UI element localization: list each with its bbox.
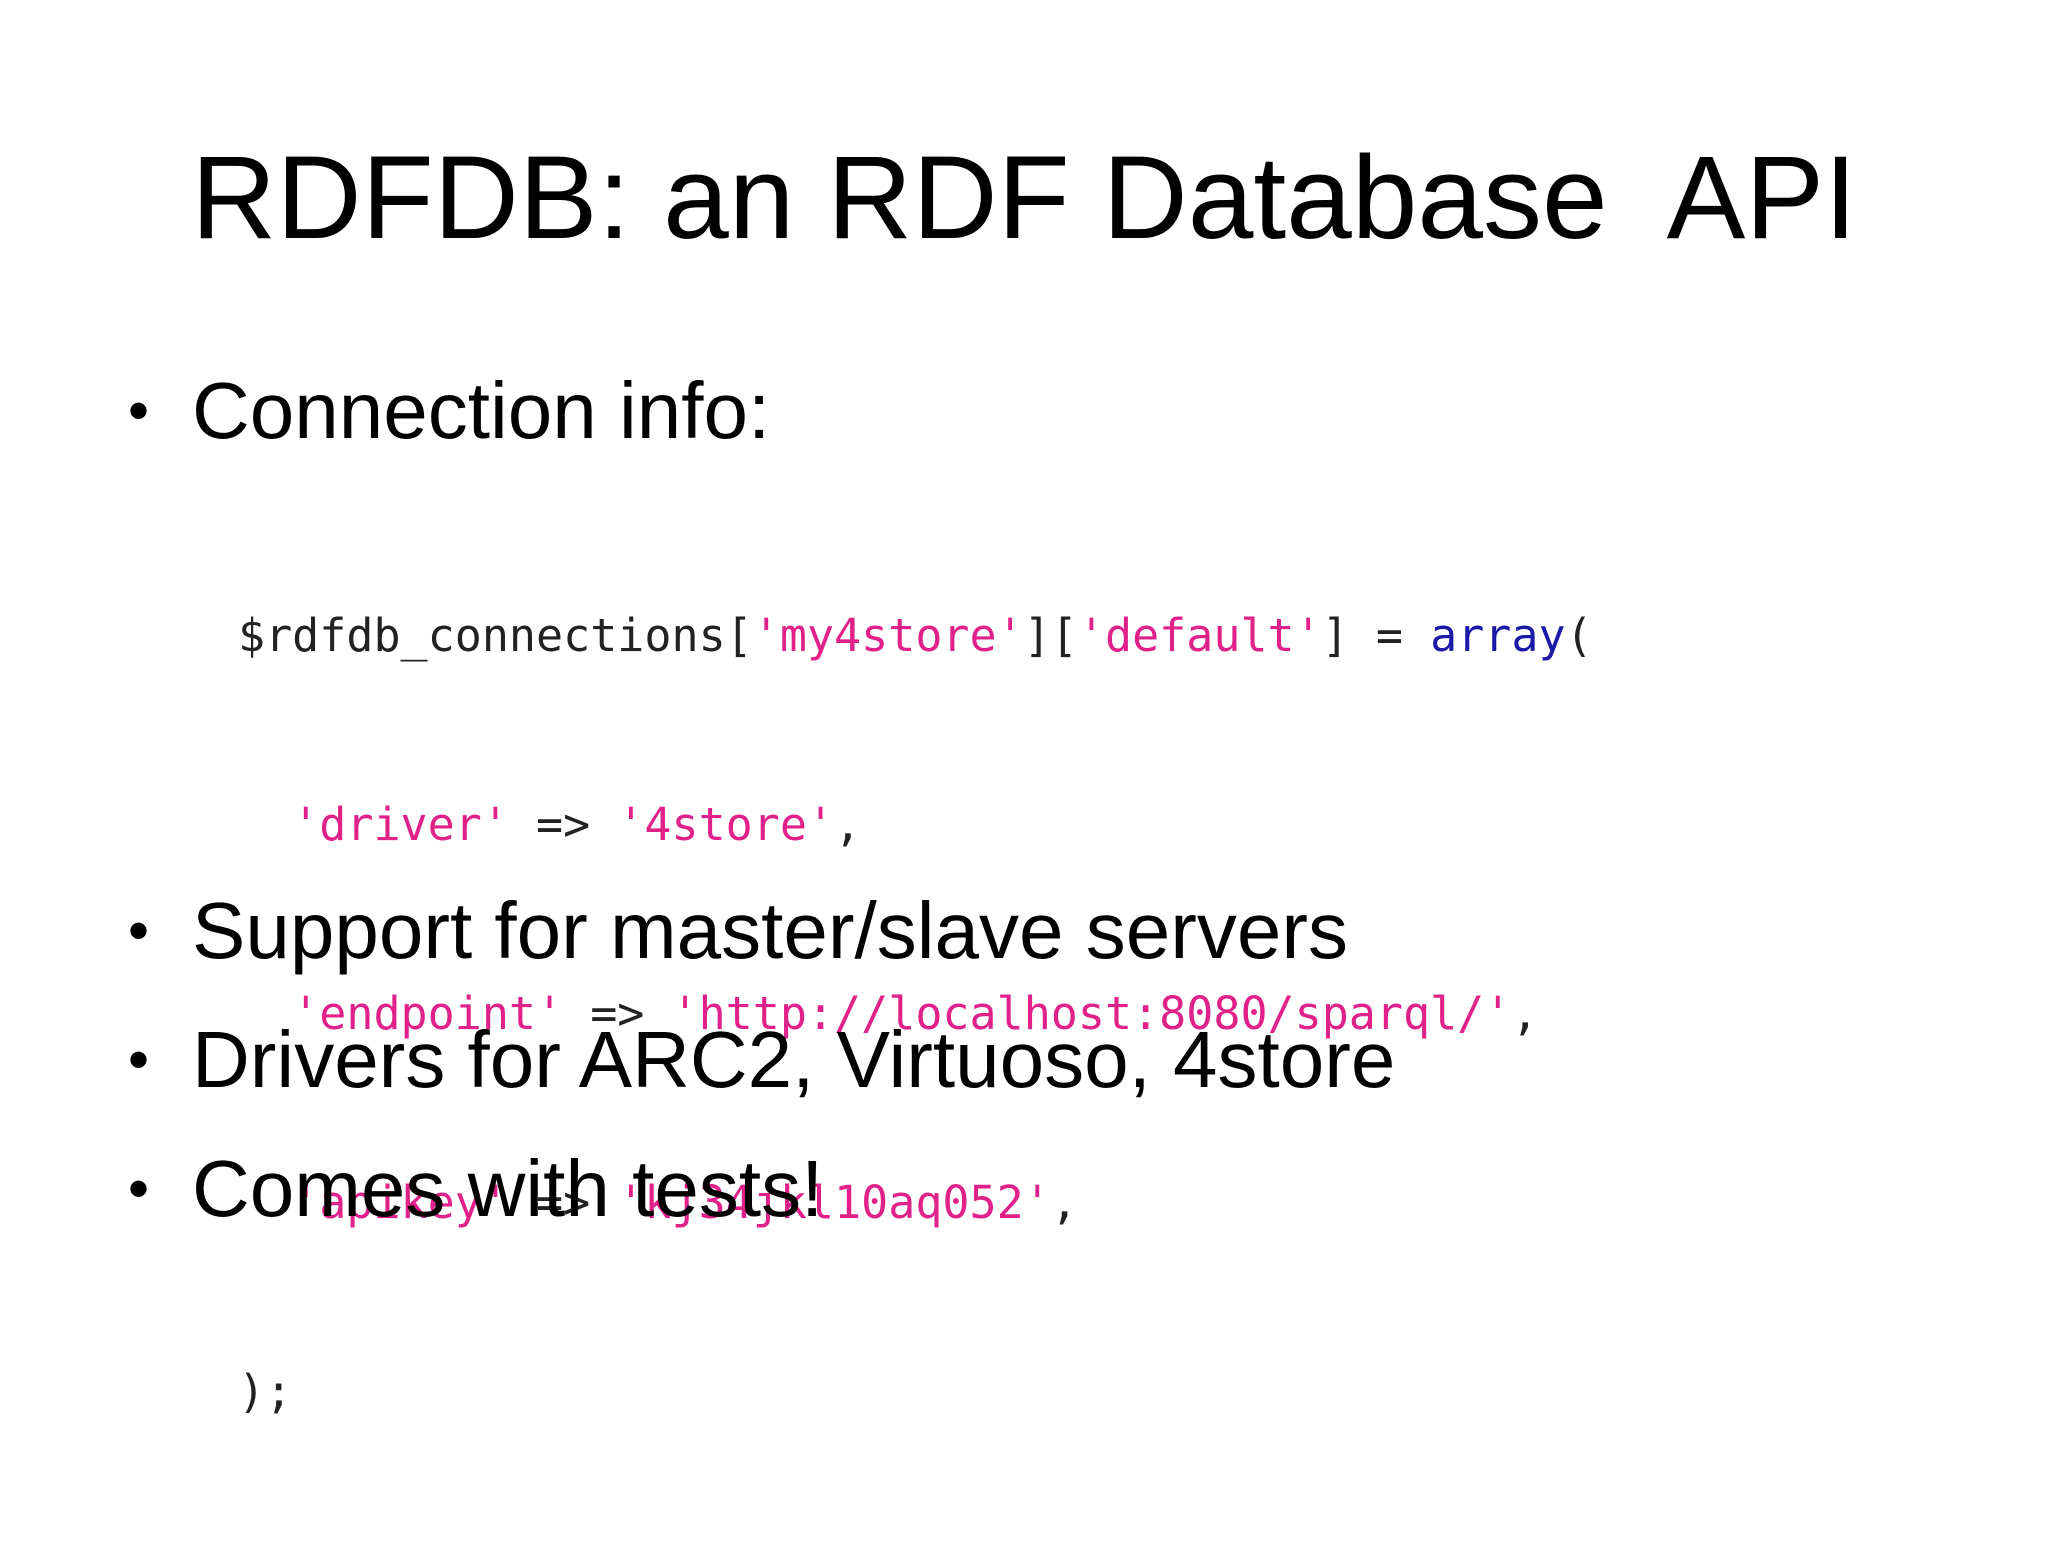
code-keyword: array — [1430, 609, 1566, 662]
bullet-glyph: • — [128, 897, 150, 964]
code-punct: ] = — [1321, 609, 1431, 662]
code-line: 'endpoint' => 'http://localhost:8080/spa… — [238, 982, 1593, 1045]
bullet-item: • Support for master/slave servers — [128, 883, 1348, 979]
slide-title: RDFDB: an RDF Database API — [191, 132, 1857, 264]
code-punct: ][ — [1023, 609, 1078, 662]
code-punct: ); — [238, 1365, 293, 1418]
code-punct: ( — [1565, 609, 1593, 662]
bullet-text: Support for master/slave servers — [192, 886, 1348, 975]
code-punct: , — [1050, 1176, 1078, 1229]
code-string: 'default' — [1077, 609, 1322, 662]
bullet-text: Connection info: — [192, 366, 771, 455]
bullet-item: • Connection info: — [128, 363, 770, 459]
code-line: 'driver' => '4store', — [238, 793, 1593, 856]
code-block: $rdfdb_connections['my4store']['default'… — [238, 478, 1593, 1549]
bullet-glyph: • — [128, 1026, 150, 1093]
code-arrow: => — [508, 798, 618, 851]
bullet-glyph: • — [128, 1155, 150, 1222]
code-string: 'http://localhost:8080/sparql/' — [671, 987, 1512, 1040]
code-arrow: => — [508, 1176, 618, 1229]
bullet-item: • Comes with tests! — [128, 1141, 823, 1237]
code-string: '4store' — [617, 798, 835, 851]
code-string: 'apikey' — [292, 1176, 509, 1229]
code-line: ); — [238, 1360, 1593, 1423]
bullet-text: Drivers for ARC2, Virtuoso, 4store — [192, 1015, 1396, 1104]
bullet-item: • Drivers for ARC2, Virtuoso, 4store — [128, 1012, 1395, 1108]
code-punct: , — [834, 798, 862, 851]
code-string: 'driver' — [292, 798, 509, 851]
code-string: 'my4store' — [752, 609, 1024, 662]
code-string: 'endpoint' — [292, 987, 564, 1040]
bullet-glyph: • — [128, 377, 150, 444]
code-string: 'kj34jkl10aq052' — [617, 1176, 1051, 1229]
code-line: 'apikey' => 'kj34jkl10aq052', — [238, 1171, 1593, 1234]
bullet-text: Comes with tests! — [192, 1144, 824, 1233]
code-variable: $rdfdb_connections[ — [238, 609, 753, 662]
code-line: $rdfdb_connections['my4store']['default'… — [238, 604, 1593, 667]
code-arrow: => — [563, 987, 672, 1040]
code-punct: , — [1511, 987, 1539, 1040]
